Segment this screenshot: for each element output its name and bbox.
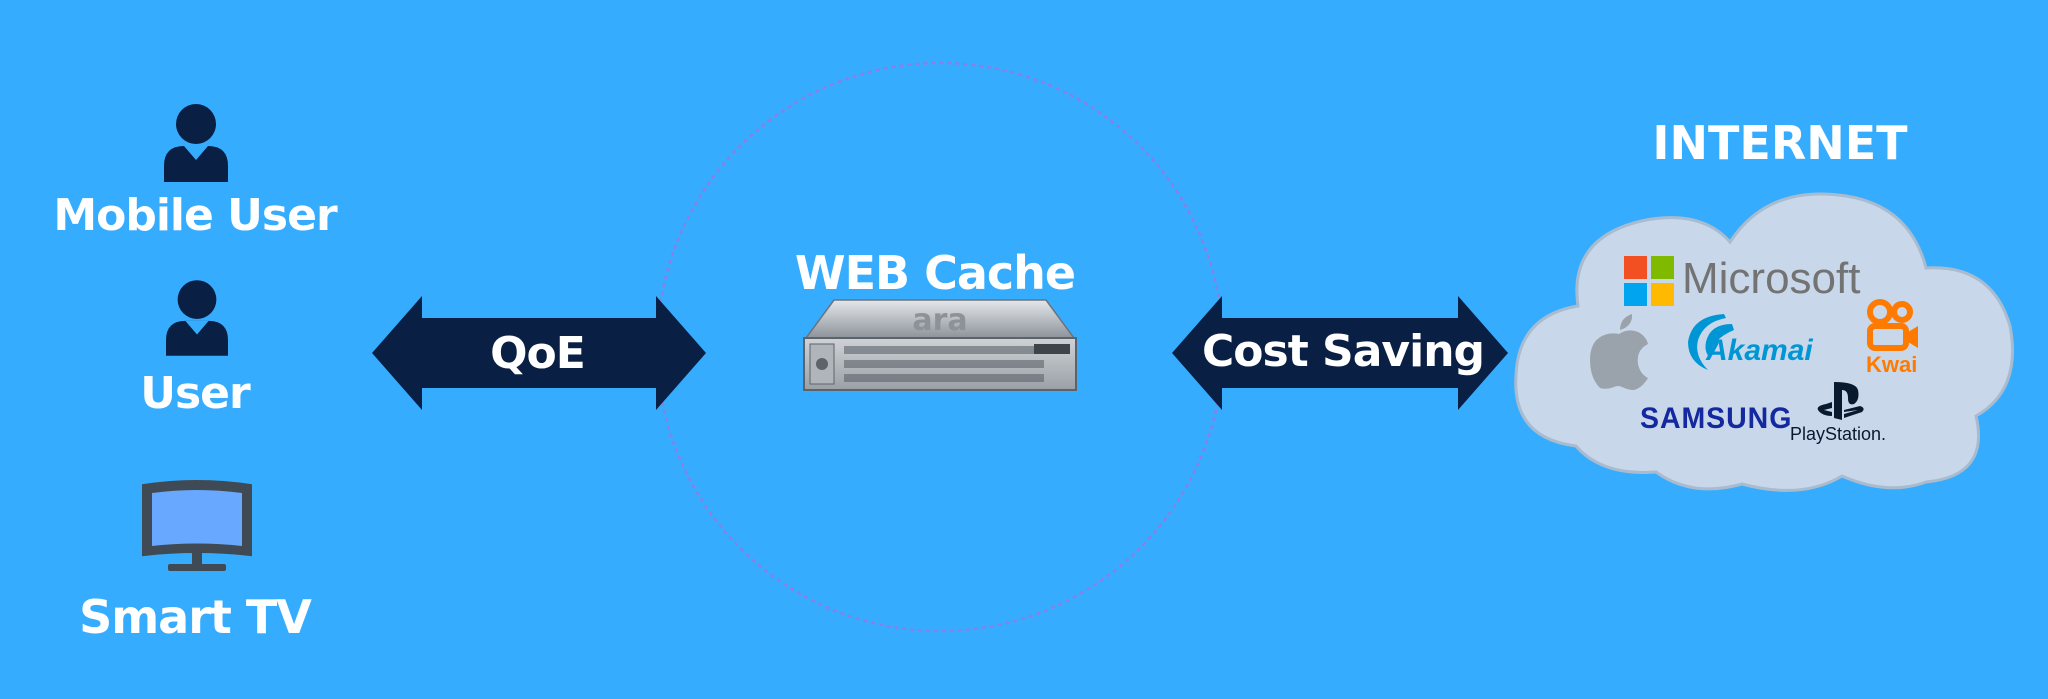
akamai-text: Akamai bbox=[1706, 334, 1813, 367]
akamai-logo: Akamai bbox=[1682, 310, 1832, 372]
web-cache-title: WEB Cache bbox=[794, 246, 1076, 300]
internet-title: INTERNET bbox=[1652, 116, 1908, 170]
user-icon bbox=[164, 104, 228, 182]
apple-icon bbox=[1590, 314, 1648, 390]
user-label: User bbox=[140, 368, 250, 419]
kwai-logo: Kwai bbox=[1858, 298, 1928, 378]
kwai-camera-icon bbox=[1867, 299, 1918, 351]
microsoft-windows-icon bbox=[1624, 256, 1674, 306]
cost-saving-label: Cost Saving bbox=[1201, 326, 1485, 377]
server-icon: ara bbox=[803, 299, 1077, 391]
smart-tv-icon bbox=[142, 480, 252, 571]
user-icon bbox=[166, 280, 228, 356]
playstation-text: PlayStation. bbox=[1790, 424, 1887, 444]
kwai-text: Kwai bbox=[1866, 352, 1918, 377]
playstation-icon bbox=[1817, 382, 1864, 420]
server-brand-text: ara bbox=[912, 303, 967, 338]
smart-tv-label: Smart TV bbox=[79, 590, 312, 644]
samsung-logo: SAMSUNG bbox=[1640, 402, 1793, 435]
qoe-double-arrow bbox=[372, 296, 706, 410]
mobile-user-label: Mobile User bbox=[53, 190, 337, 241]
cost-saving-double-arrow bbox=[1172, 296, 1508, 410]
microsoft-text: Microsoft bbox=[1682, 254, 1861, 303]
qoe-label: QoE bbox=[490, 328, 586, 379]
akamai-swoosh-icon bbox=[1688, 314, 1734, 370]
playstation-logo: PlayStation. bbox=[1788, 380, 1898, 446]
